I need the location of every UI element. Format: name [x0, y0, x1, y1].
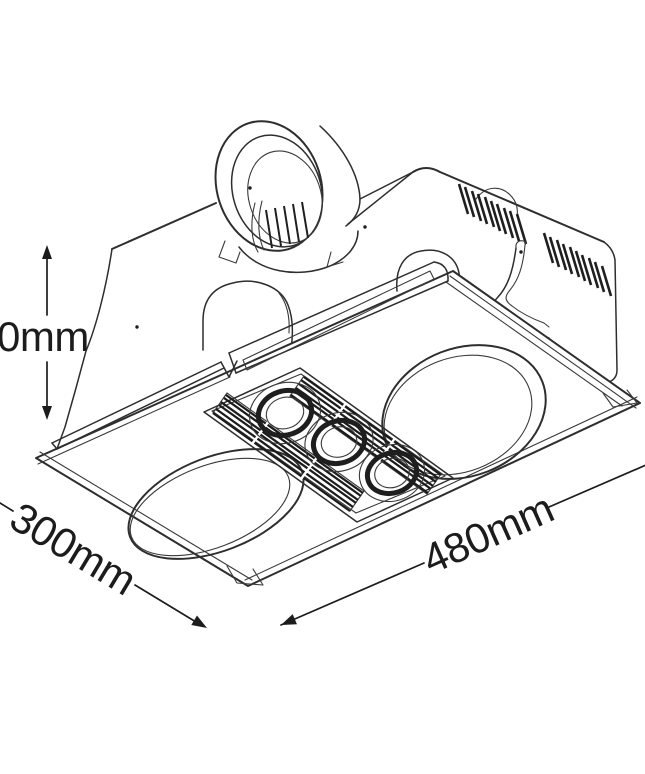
housing-body	[56, 125, 618, 450]
height-dimension-label: 0mm	[0, 313, 89, 360]
mounting-panel-left	[111, 202, 217, 250]
rivet-dot	[363, 225, 367, 229]
arrowhead-depth	[191, 615, 207, 628]
light-ring-1	[248, 381, 322, 445]
fan-scroll-dome	[202, 280, 294, 352]
corner-tab-right	[602, 389, 638, 408]
dimension-height: 0mm	[0, 245, 89, 420]
arrowhead-down	[42, 406, 52, 420]
strip-frame-outer	[203, 367, 454, 523]
vent-slats-upper	[457, 183, 528, 245]
fan-blades	[265, 201, 309, 249]
fan-volute-edge	[319, 125, 361, 227]
width-dimension-label: 480mm	[415, 484, 560, 583]
duct-collar-rim	[230, 134, 324, 248]
center-light-strip	[203, 367, 454, 523]
housing-top-ridge	[412, 167, 605, 243]
fascia-panel	[35, 261, 641, 587]
light-ring-2	[304, 411, 374, 473]
arrowhead-width	[281, 614, 297, 625]
housing-right-edge	[603, 241, 618, 383]
arrowhead-up	[42, 245, 52, 259]
rivet-dot	[135, 325, 139, 329]
bracket-hole	[519, 250, 523, 254]
corner-tab-bottom	[226, 565, 264, 586]
duct-outlet	[214, 120, 359, 274]
grille-band-lower	[212, 392, 365, 512]
vent-slats-lower	[542, 232, 613, 297]
light-ring-3	[358, 443, 426, 503]
edge-channel-groove	[228, 261, 449, 374]
